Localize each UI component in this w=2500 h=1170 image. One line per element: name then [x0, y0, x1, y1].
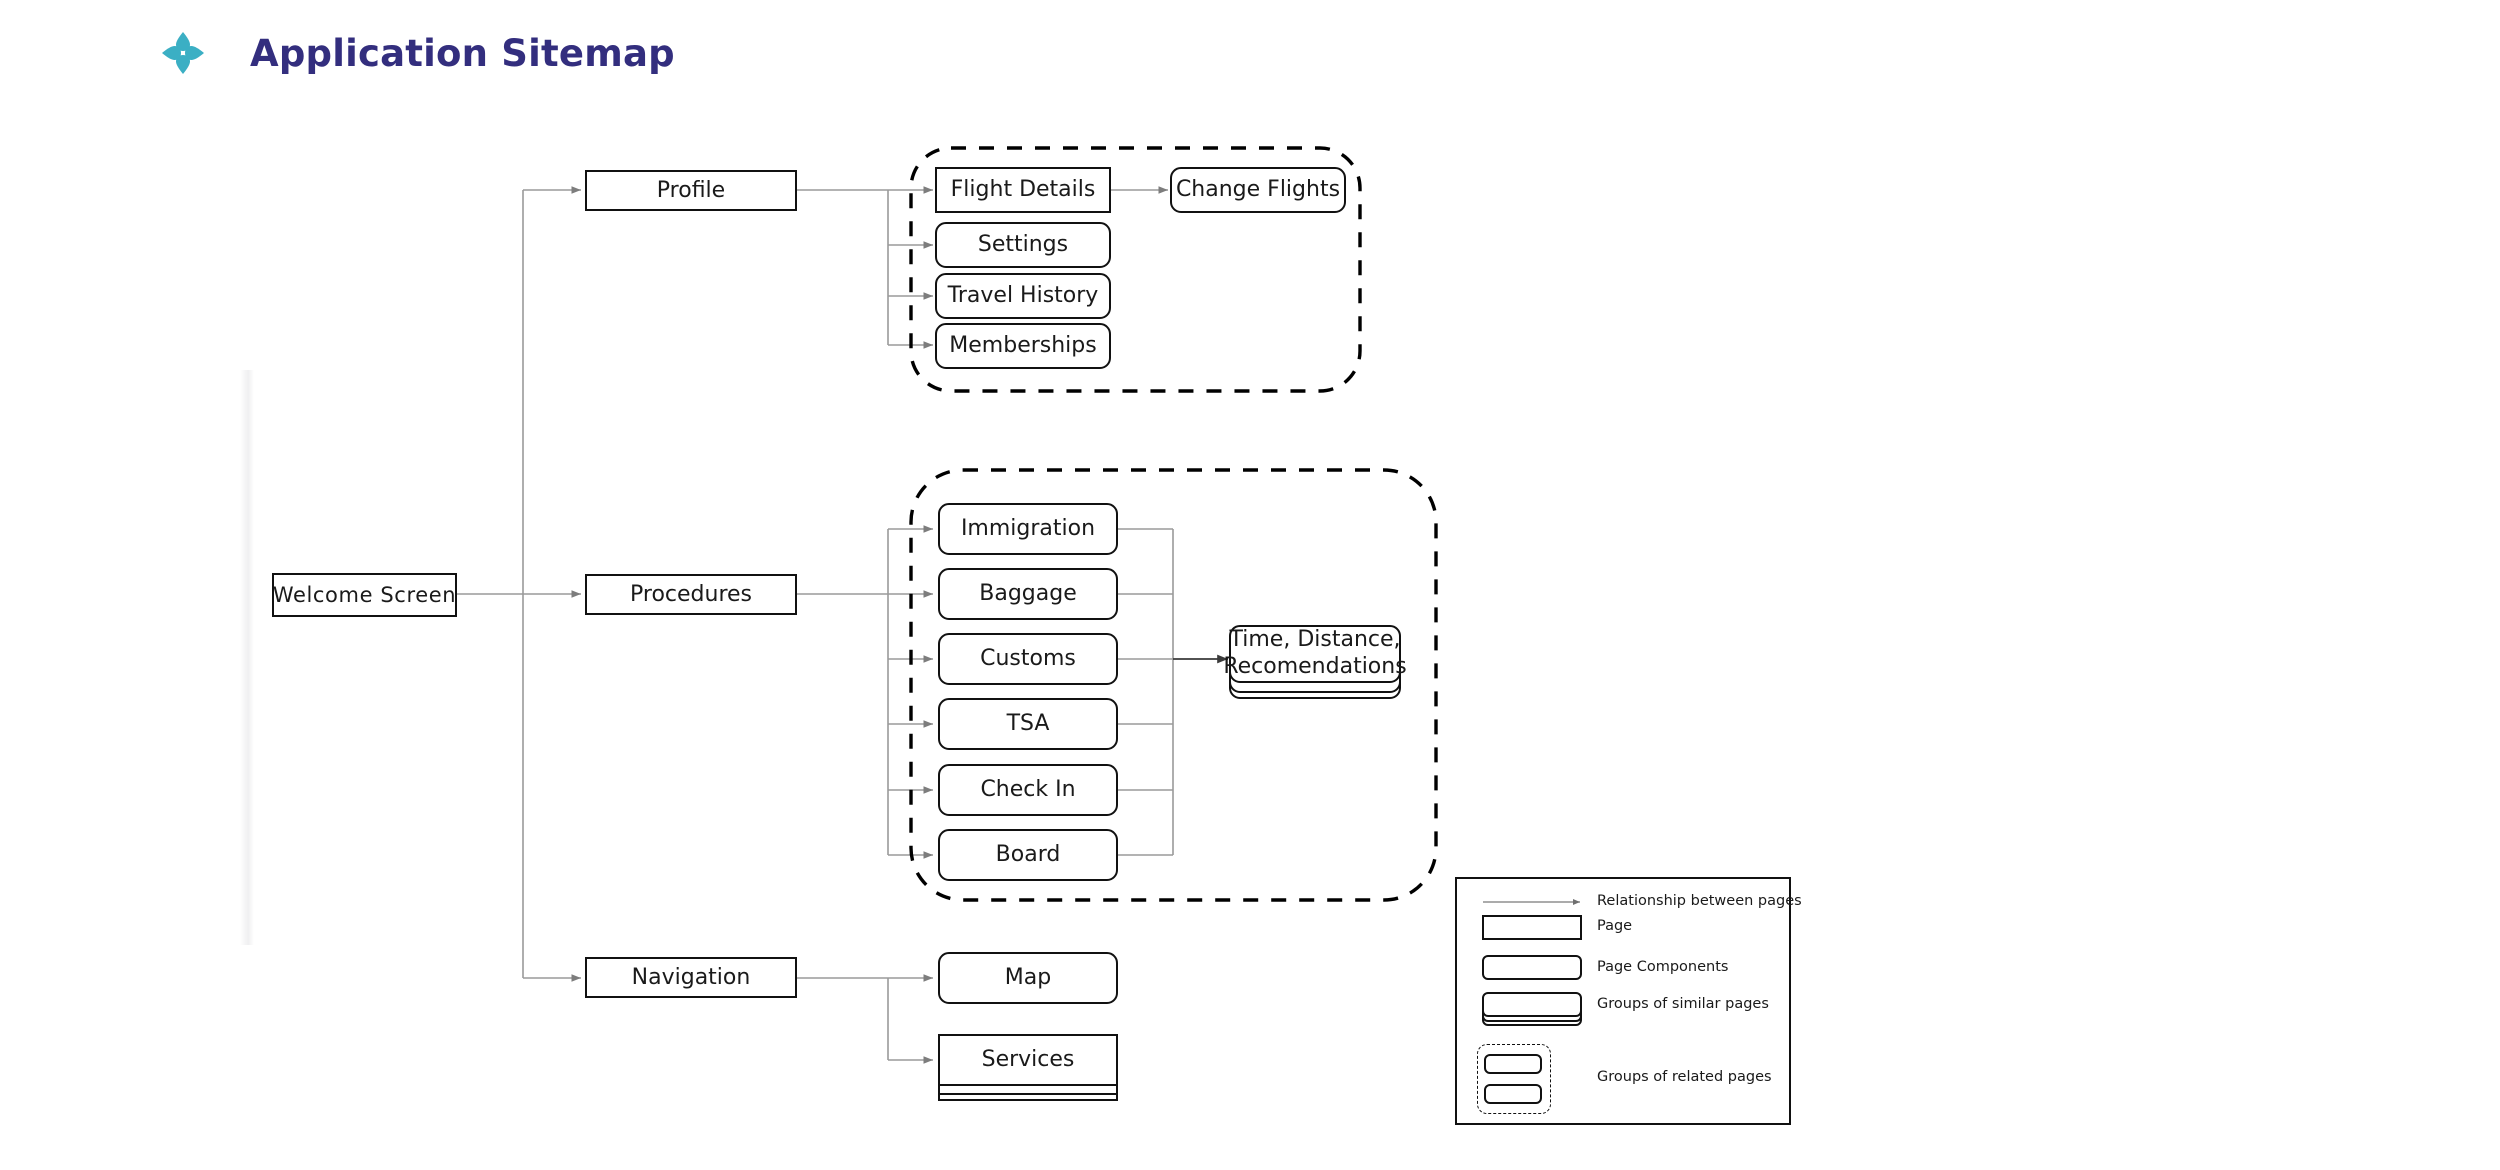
stack-layer-front: Time, Distance, Recomendations — [1223, 625, 1407, 683]
node-label: Flight Details — [950, 177, 1096, 203]
node-label: Procedures — [630, 581, 752, 607]
node-label: Services — [981, 1046, 1075, 1072]
legend-panel: Relationship between pages Page Page Com… — [1455, 877, 1802, 1125]
node-label-line-1: Time, Distance, — [1229, 627, 1401, 653]
legend-swatch-page-components — [1482, 955, 1582, 980]
node-profile[interactable]: Profile — [585, 170, 797, 211]
node-label: Travel History — [947, 283, 1099, 309]
page-title: Application Sitemap — [250, 31, 675, 75]
node-label: Baggage — [979, 581, 1077, 607]
page-header: Application Sitemap — [160, 30, 675, 76]
node-label: Change Flights — [1175, 177, 1341, 203]
node-procedures[interactable]: Procedures — [585, 574, 797, 615]
node-label: Map — [1004, 965, 1052, 991]
node-settings[interactable]: Settings — [935, 222, 1111, 268]
node-travel-history[interactable]: Travel History — [935, 273, 1111, 319]
stack-layer-front: Services — [938, 1034, 1118, 1086]
legend-related-box-2 — [1484, 1084, 1542, 1104]
legend-stack-front — [1482, 992, 1582, 1017]
node-services[interactable]: Services — [938, 1034, 1118, 1102]
legend-label-groups-related: Groups of related pages — [1597, 1069, 1772, 1085]
legend-label-groups-similar: Groups of similar pages — [1597, 996, 1769, 1012]
node-label: Immigration — [960, 516, 1096, 542]
legend-swatch-groups-similar — [1482, 992, 1582, 1026]
node-customs[interactable]: Customs — [938, 633, 1118, 685]
legend-label-page-components: Page Components — [1597, 959, 1729, 975]
node-tsa[interactable]: TSA — [938, 698, 1118, 750]
node-time-distance-recommendations[interactable]: Time, Distance, Recomendations — [1223, 625, 1407, 699]
node-navigation[interactable]: Navigation — [585, 957, 797, 998]
legend-swatch-groups-related — [1477, 1044, 1551, 1114]
node-board[interactable]: Board — [938, 829, 1118, 881]
legend-label-relationship: Relationship between pages — [1597, 893, 1802, 909]
legend-related-box-1 — [1484, 1054, 1542, 1074]
legend-arrow-icon — [1483, 899, 1580, 905]
node-label: Settings — [977, 232, 1069, 258]
node-label: Time, Distance, Recomendations — [1223, 627, 1406, 681]
node-label: Profile — [656, 177, 726, 203]
node-memberships[interactable]: Memberships — [935, 323, 1111, 369]
node-immigration[interactable]: Immigration — [938, 503, 1118, 555]
legend-label-page: Page — [1597, 918, 1633, 934]
node-map[interactable]: Map — [938, 952, 1118, 1004]
node-change-flights[interactable]: Change Flights — [1170, 167, 1346, 213]
node-label: Check In — [980, 777, 1076, 803]
node-baggage[interactable]: Baggage — [938, 568, 1118, 620]
node-label-line-2: Recomendations — [1223, 654, 1407, 679]
four-petal-flower-icon — [162, 32, 204, 74]
node-welcome-screen[interactable]: Welcome Screen — [272, 573, 457, 617]
node-label: Customs — [980, 646, 1076, 672]
node-label: Welcome Screen — [272, 582, 457, 607]
background-accent-band — [240, 370, 254, 945]
node-label: Board — [995, 842, 1061, 868]
node-label: TSA — [1006, 711, 1050, 737]
node-label: Navigation — [631, 964, 751, 990]
node-flight-details[interactable]: Flight Details — [935, 167, 1111, 213]
node-check-in[interactable]: Check In — [938, 764, 1118, 816]
legend-swatch-page — [1482, 915, 1582, 940]
node-label: Memberships — [949, 333, 1097, 359]
